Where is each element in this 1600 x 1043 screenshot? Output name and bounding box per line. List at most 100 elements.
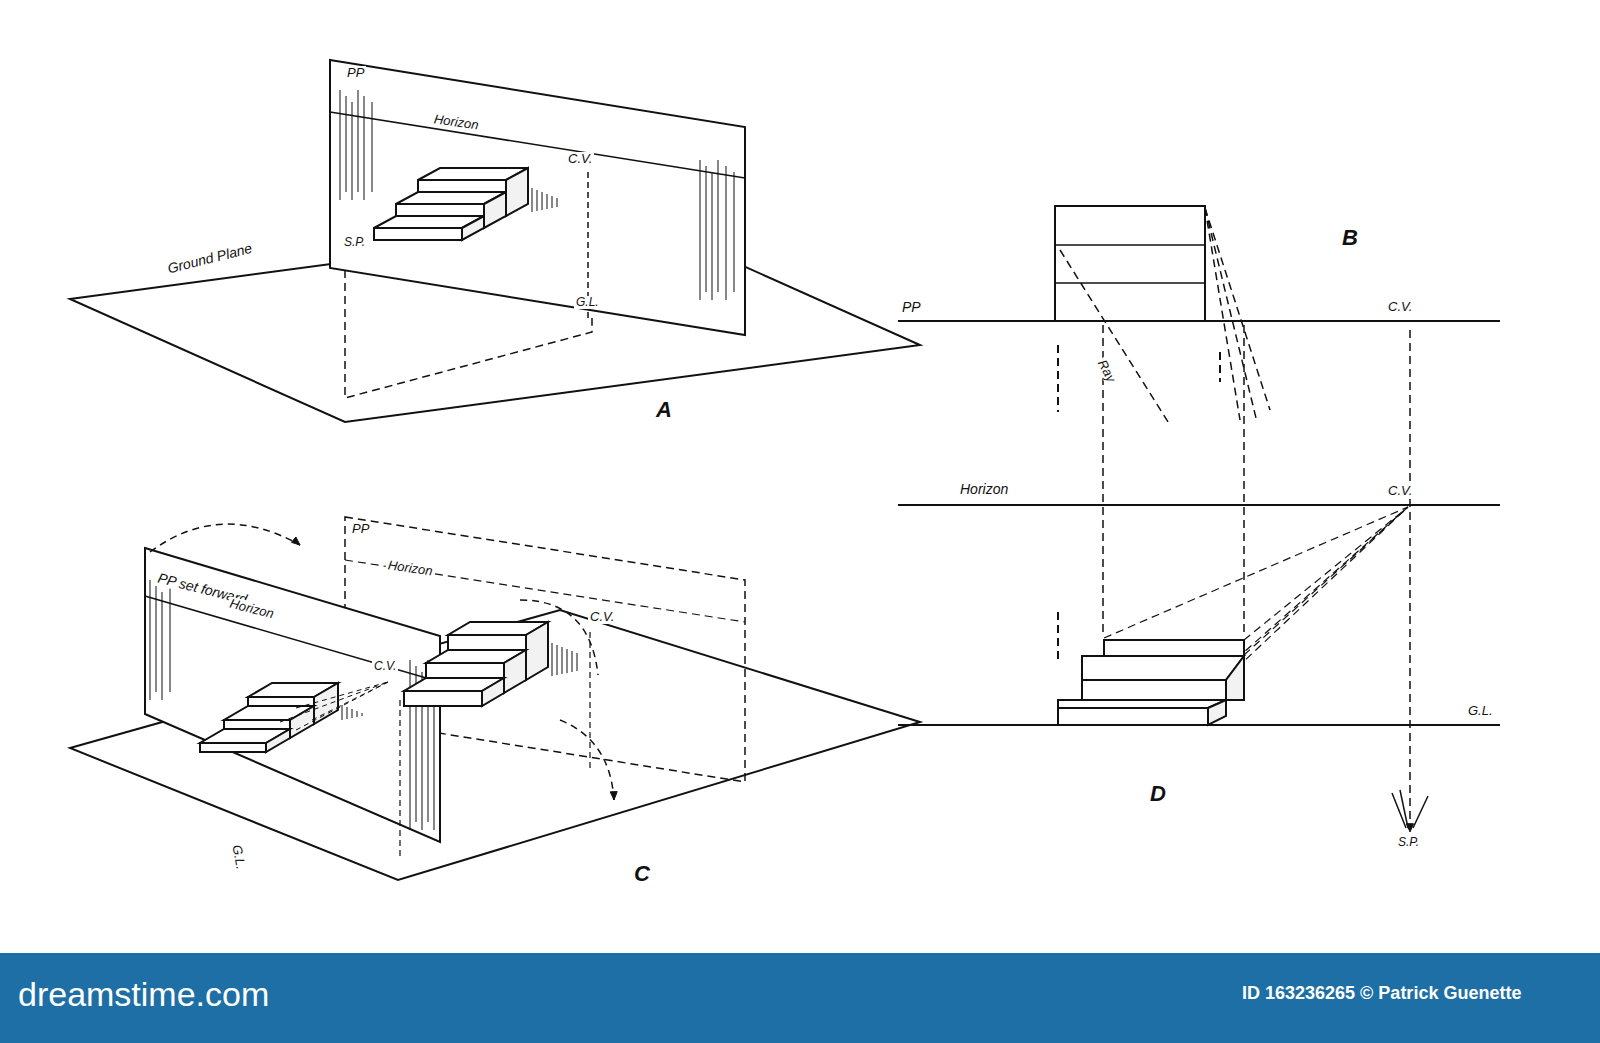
swing-arc [560,720,614,800]
horizon-line-forward [145,596,440,682]
arrow-head [291,537,300,545]
swing-arc [150,524,300,552]
stair-shadow [532,188,533,212]
stair-side [526,622,548,680]
panel-letter: B [1340,226,1360,250]
drawing-label: C.V. [1386,484,1414,498]
stair-shadow [567,649,568,673]
watermark-text: dreamstime.com [16,976,271,1013]
vanishing-line [296,682,388,730]
stair-side [1226,640,1244,700]
stair-step [1082,656,1244,680]
panel-b-d [898,206,1500,832]
vanishing-line [312,682,388,720]
stair-shadow [577,653,578,671]
vanishing-line [1244,507,1408,640]
drawing-label: C.V. [1386,300,1414,314]
stair-shadow [362,713,363,716]
horizon-line [330,112,745,178]
sight-ray [1205,208,1256,418]
stair-side [290,706,314,738]
shade-hatch [170,580,171,692]
shade-hatch [718,160,719,292]
sight-ray [1060,250,1170,425]
drawing-label: G.L. [1466,704,1495,718]
stair-side [1208,700,1226,725]
vanishing-line [1244,507,1408,655]
stair-side [462,216,484,240]
drawing-label: Horizon [431,112,481,133]
swing-arc [520,600,598,675]
shade-hatch [726,166,727,300]
stair-front [404,691,482,706]
panel-letter: C [632,862,652,886]
shade-hatch [700,160,701,300]
projection-line [399,700,400,858]
projection-line [589,632,590,770]
drawing-label: G.L. [229,842,248,873]
stair-shadow [352,709,353,718]
stair-shadow [347,707,348,719]
stair-side [314,683,338,724]
drawing-label: C.V. [588,610,616,624]
drawing-label: Horizon [226,596,277,622]
picture-plane [330,60,745,335]
panel-letter: D [1148,782,1168,806]
shade-hatch [162,592,163,700]
drawing-label: PP [345,66,366,80]
drawing-label: Ray [1094,356,1119,387]
drawing-label: Ground Plane [164,240,255,277]
shade-hatch [712,172,713,300]
stair-shadow [562,647,563,674]
drawing-label: PP [350,522,371,536]
arrow-head [610,792,617,800]
panel-c [70,517,920,880]
stair-side [504,650,526,693]
stair-shadow [552,196,553,208]
stair-front [200,743,266,752]
vanishing-line [1226,507,1408,668]
shade-hatch [156,586,157,692]
stair-shadow [342,705,343,720]
stair-shadow [542,192,543,210]
shade-hatch [352,102,353,200]
stair-plan [1055,206,1205,321]
stair-shadow [572,651,573,672]
panel-letter: A [654,398,674,422]
stair-shadow [557,645,558,675]
stair-front [374,228,462,240]
sight-stroke [1413,796,1428,828]
picture-plane-forward [145,548,440,842]
drawing-label: C.V. [372,660,398,673]
drawing-label: S.P. [1396,836,1421,849]
drawing-label: G.L. [574,296,601,309]
stair-front [1082,680,1226,700]
shade-hatch [358,90,359,192]
plane-rotation [345,270,592,398]
drawing-label: PP [900,300,923,315]
shade-hatch [346,96,347,192]
stair-side [482,678,504,706]
stair-side [266,729,290,752]
stair-top [1104,640,1244,656]
projector [1243,325,1245,636]
shade-hatch [706,166,707,292]
sight-ray [1205,208,1240,420]
stair-shadow [547,194,548,209]
stair-side [484,192,506,228]
stair-shadow [537,190,538,211]
stair-side [506,168,528,216]
drawing-label: Horizon [385,558,435,579]
drawing-label: Horizon [958,482,1010,497]
stair-shadow [552,643,553,676]
stair-plan-step [1055,282,1205,284]
vanishing-line [296,682,388,708]
stair-step [1058,700,1226,708]
panel-a [70,60,920,422]
shade-hatch [410,660,411,830]
sight-stroke [1400,790,1408,828]
stair-plan-step [1055,244,1205,246]
sight-ray [1205,208,1270,410]
